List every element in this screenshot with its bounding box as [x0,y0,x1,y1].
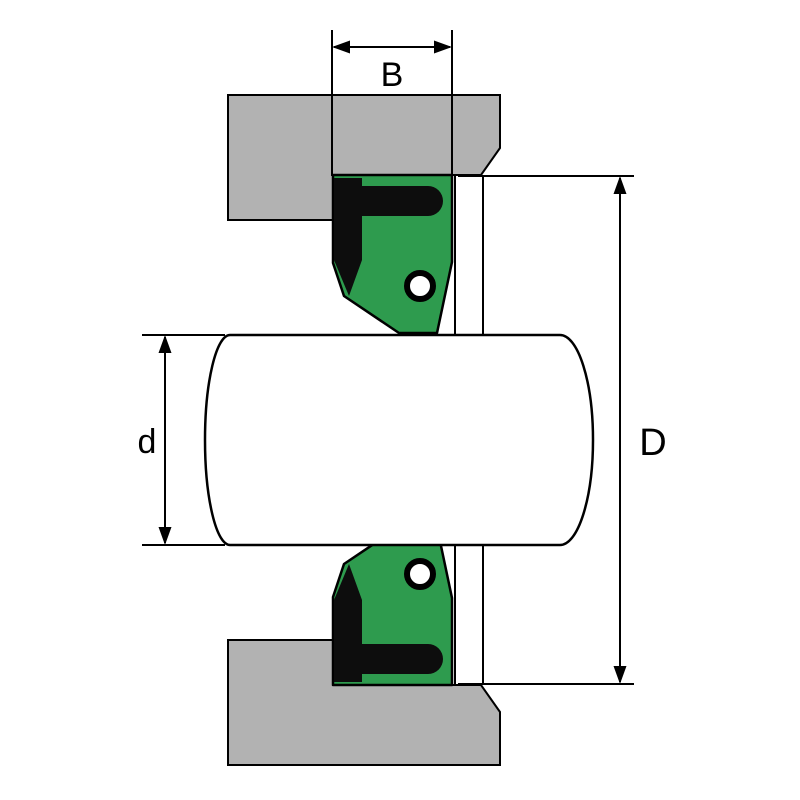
dim-D-arrowhead-top-icon [613,176,627,194]
dim-b-label: B [381,56,404,94]
seal-lip-rubber [334,178,362,296]
dimension-b: B [331,30,453,176]
dimension-d-outer: D [458,175,667,685]
shaft [203,333,595,547]
dim-D-label: D [639,422,666,464]
seal-case-rubber [344,186,443,216]
dim-d-arrowhead-top-icon [158,335,172,353]
dimension-d-shaft: d [138,334,225,546]
garter-spring-circle [404,270,436,302]
dim-d-arrowhead-bottom-icon [158,527,172,545]
dim-d-label: d [138,423,157,461]
seal-top [331,173,454,335]
dim-b-arrowhead-left-icon [332,40,350,54]
dim-D-arrowhead-bottom-icon [613,666,627,684]
dim-b-arrowhead-right-icon [434,40,452,54]
